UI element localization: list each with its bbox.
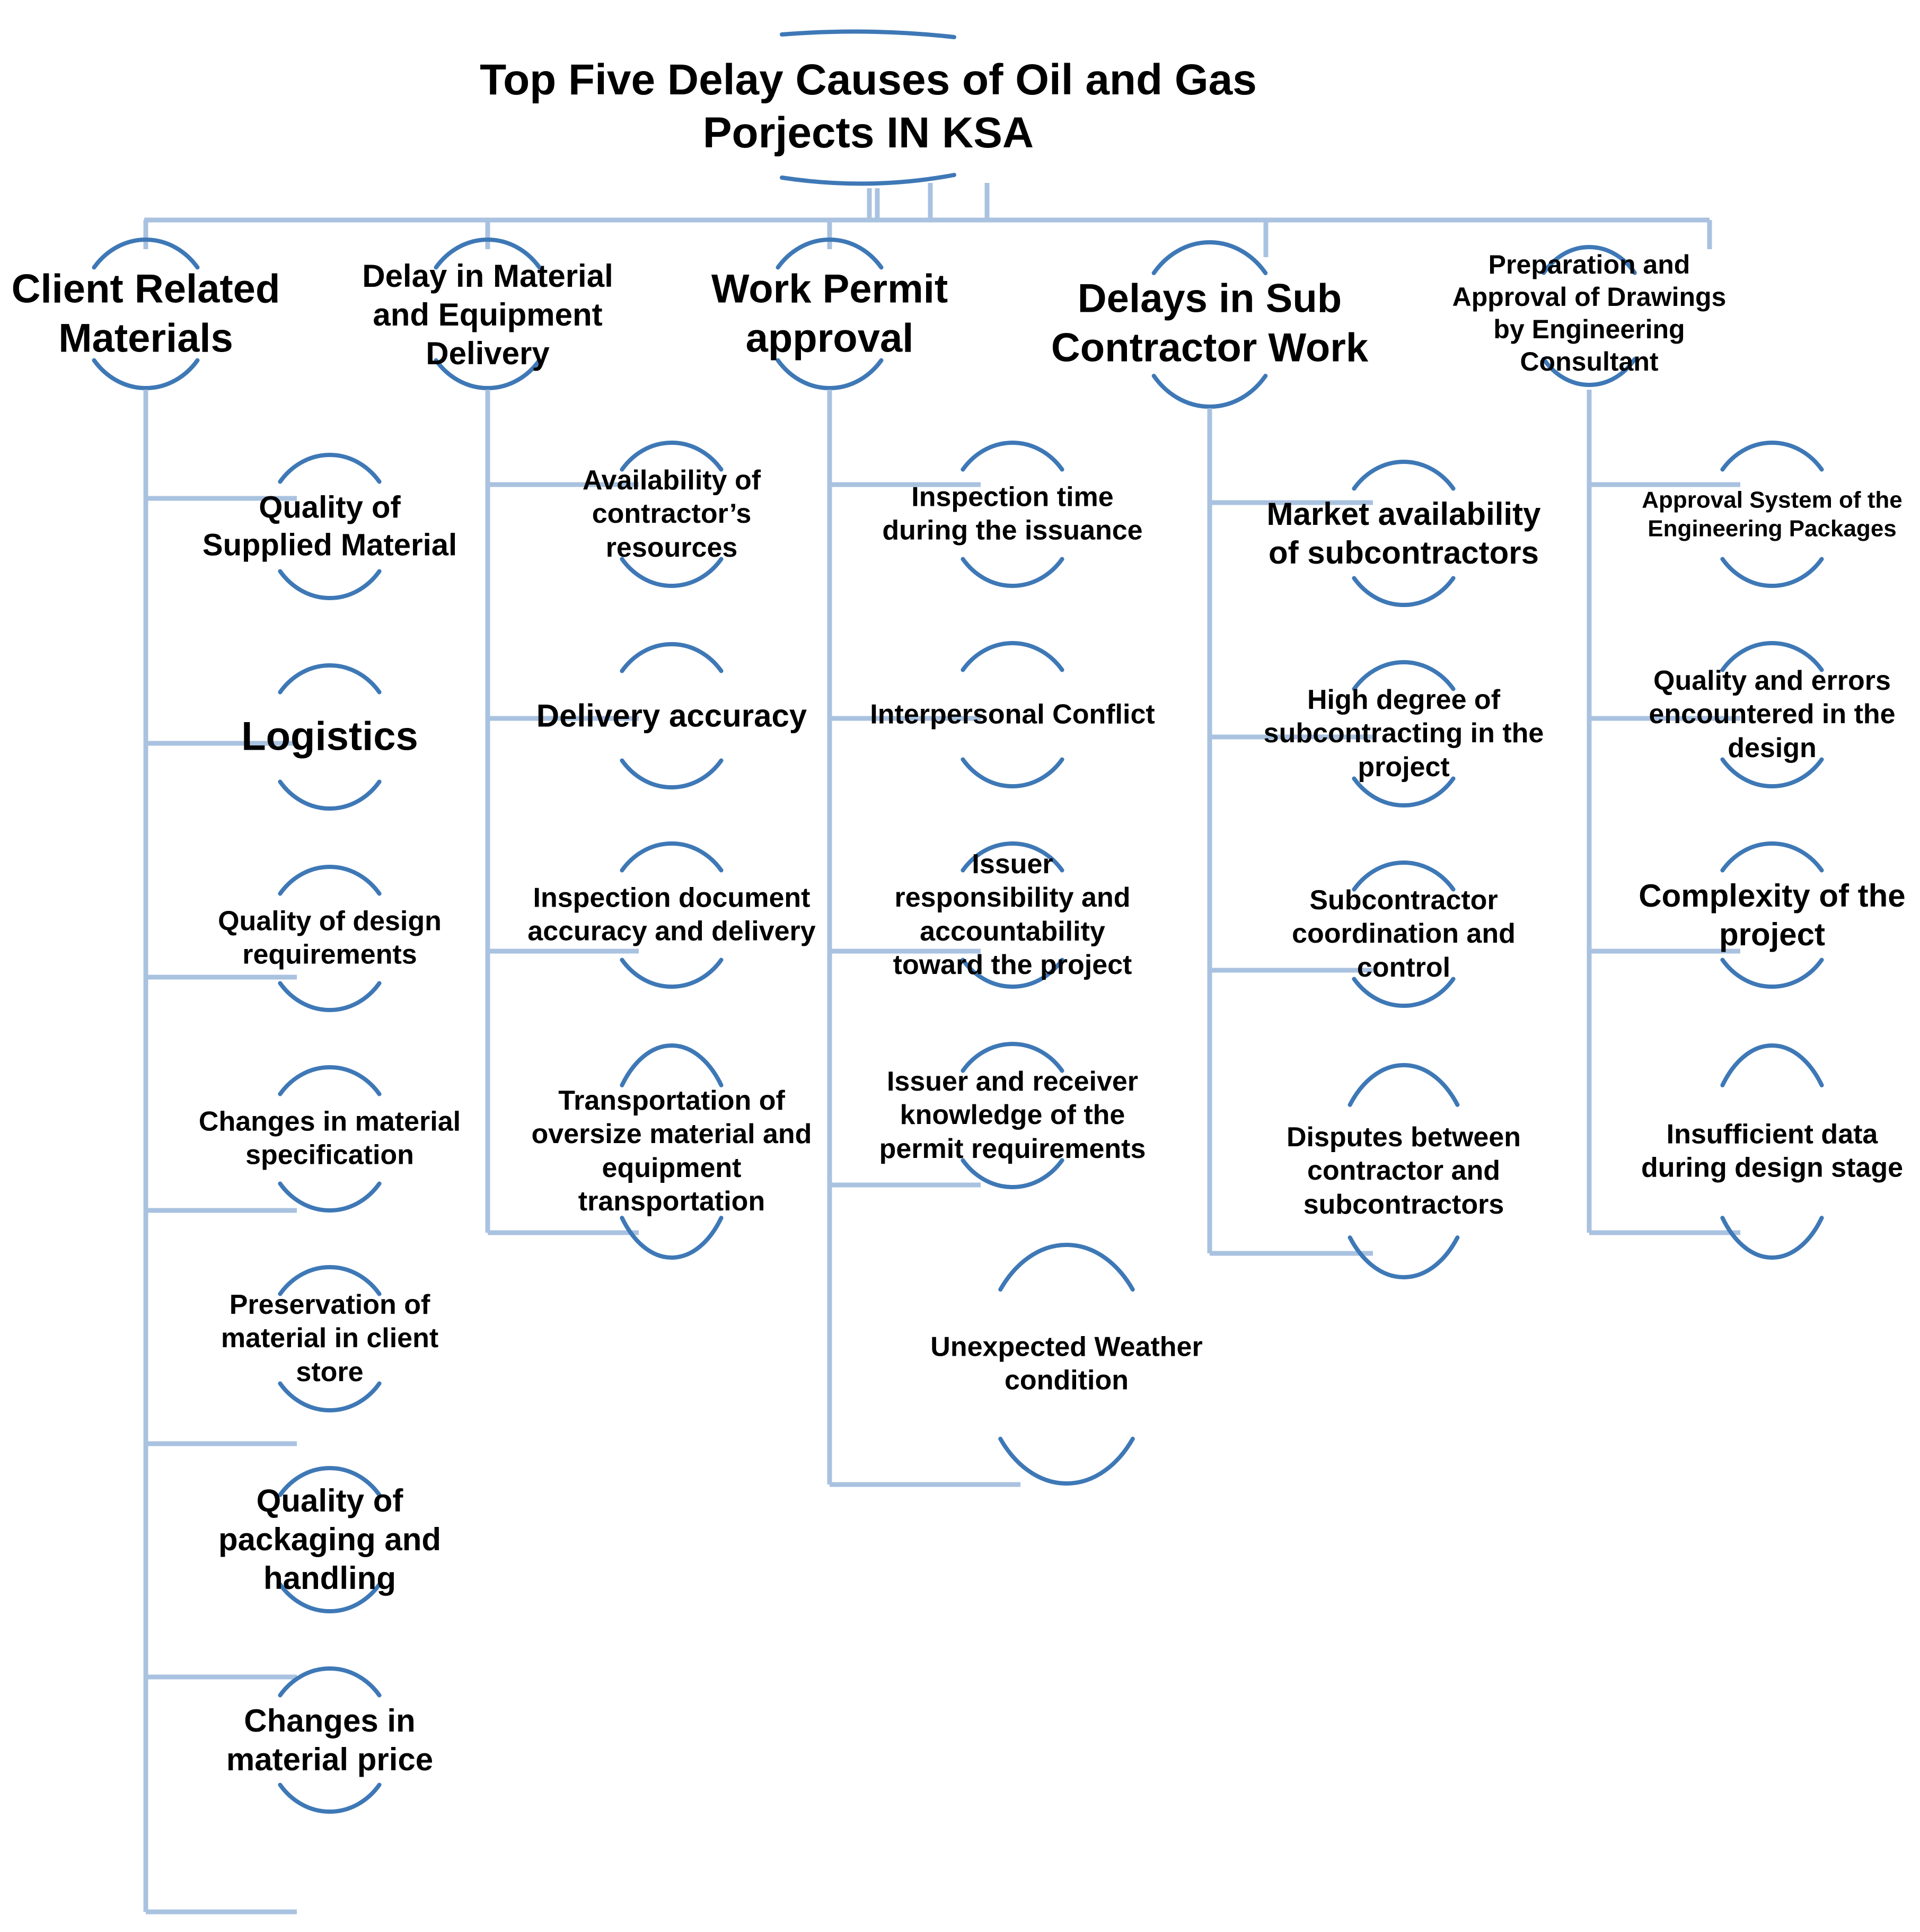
cause-0-6-bottom-arc xyxy=(278,1782,382,1814)
category-2-top-arc xyxy=(776,238,884,270)
cause-0-6-top-arc xyxy=(278,1666,382,1698)
cause-0-0-top-arc xyxy=(278,453,382,484)
cause-0-0-bottom-arc xyxy=(278,569,382,600)
category-delay-material-equipment: Delay in Material and Equipment Delivery xyxy=(362,258,613,372)
cause-4-1-bottom-arc xyxy=(1720,757,1824,788)
cause-quality-errors-design: Quality and errors encountered in the de… xyxy=(1649,665,1896,763)
cause-0-5-bottom-arc xyxy=(278,1582,382,1613)
category-0-top-arc xyxy=(92,238,200,270)
cause-3-0-top-arc xyxy=(1352,460,1456,491)
cause-1-2-top-arc xyxy=(620,841,724,873)
cause-4-1-top-arc xyxy=(1720,641,1824,672)
cause-disputes-contractor-subcontractors: Disputes between contractor and subcontr… xyxy=(1286,1121,1521,1220)
cause-2-4-bottom-arc xyxy=(998,1436,1135,1486)
cause-inspection-time-issuance: Inspection time during the issuance xyxy=(882,481,1143,546)
category-work-permit-approval: Work Permit approval xyxy=(711,266,948,361)
cause-0-3-bottom-arc xyxy=(278,1181,382,1213)
cause-4-2-top-arc xyxy=(1720,841,1824,873)
cause-quality-packaging-handling: Quality of packaging and handling xyxy=(218,1483,442,1596)
category-0-bottom-arc xyxy=(92,358,200,390)
title-bottom-arc xyxy=(780,173,956,186)
cause-1-2-bottom-arc xyxy=(620,958,724,989)
cause-changes-material-specification: Changes in material specification xyxy=(198,1106,461,1171)
cause-transportation-oversize: Transportation of oversize material and … xyxy=(531,1085,812,1217)
cause-0-5-top-arc xyxy=(278,1466,382,1497)
cause-0-4-top-arc xyxy=(278,1265,382,1296)
cause-4-3-top-arc xyxy=(1720,1043,1824,1087)
cause-1-1-bottom-arc xyxy=(620,758,724,789)
cause-3-3-bottom-arc xyxy=(1347,1235,1460,1279)
cause-quality-design-requirements: Quality of design requirements xyxy=(218,906,442,970)
cause-2-0-bottom-arc xyxy=(961,557,1064,588)
cause-2-2-bottom-arc xyxy=(961,958,1064,989)
cause-availability-contractor-resources: Availability of contractor’s resources xyxy=(582,464,761,563)
cause-complexity-project: Complexity of the project xyxy=(1639,877,1906,952)
cause-interpersonal-conflict: Interpersonal Conflict xyxy=(870,699,1155,730)
cause-4-2-bottom-arc xyxy=(1720,958,1824,989)
cause-0-3-top-arc xyxy=(278,1065,382,1096)
cause-3-1-top-arc xyxy=(1352,660,1456,691)
category-4-bottom-arc xyxy=(1542,357,1637,387)
cause-0-2-top-arc xyxy=(278,865,382,896)
cause-delivery-accuracy: Delivery accuracy xyxy=(536,698,807,734)
category-3-bottom-arc xyxy=(1151,373,1268,409)
cause-preservation-material: Preservation of material in client store xyxy=(221,1289,439,1387)
cause-2-0-top-arc xyxy=(961,441,1064,472)
cause-insufficient-data-design: Insufficient data during design stage xyxy=(1641,1119,1904,1183)
cause-1-3-bottom-arc xyxy=(620,1216,724,1260)
cause-3-3-top-arc xyxy=(1347,1063,1460,1107)
cause-1-1-top-arc xyxy=(620,642,724,673)
category-1-bottom-arc xyxy=(434,358,542,390)
cause-issuer-receiver-knowledge: Issuer and receiver knowledge of the per… xyxy=(879,1066,1146,1164)
cause-1-0-top-arc xyxy=(620,441,724,472)
cause-unexpected-weather: Unexpected Weather condition xyxy=(930,1331,1203,1396)
title-top-arc xyxy=(780,29,956,39)
cause-quality-supplied-material: Quality of Supplied Material xyxy=(202,490,457,562)
cause-issuer-responsibility: Issuer responsibility and accountability… xyxy=(893,849,1132,981)
cause-4-0-bottom-arc xyxy=(1720,557,1824,588)
cause-1-3-top-arc xyxy=(620,1043,724,1087)
cause-2-4-top-arc xyxy=(998,1243,1135,1292)
cause-subcontractor-coordination: Subcontractor coordination and control xyxy=(1292,884,1516,983)
cause-2-1-top-arc xyxy=(961,641,1064,672)
cause-4-0-top-arc xyxy=(1720,441,1824,472)
category-2-bottom-arc xyxy=(776,358,884,390)
cause-inspection-document-accuracy: Inspection document accuracy and deliver… xyxy=(527,882,816,947)
cause-1-0-bottom-arc xyxy=(620,557,724,588)
category-sub-contractor-work: Delays in Sub Contractor Work xyxy=(1051,276,1369,370)
cause-2-2-top-arc xyxy=(961,841,1064,873)
cause-0-1-top-arc xyxy=(278,663,382,695)
cause-2-1-bottom-arc xyxy=(961,757,1064,788)
diagram-title: Top Five Delay Causes of Oil and Gas Por… xyxy=(480,55,1257,157)
cause-3-1-bottom-arc xyxy=(1352,776,1456,807)
cause-3-2-top-arc xyxy=(1352,860,1456,892)
category-1-top-arc xyxy=(434,238,542,270)
cause-2-3-top-arc xyxy=(961,1042,1064,1073)
cause-3-2-bottom-arc xyxy=(1352,977,1456,1008)
cause-3-0-bottom-arc xyxy=(1352,576,1456,607)
cause-approval-system-engineering: Approval System of the Engineering Packa… xyxy=(1642,487,1903,541)
cause-high-degree-subcontracting: High degree of subcontracting in the pro… xyxy=(1263,684,1544,783)
category-3-top-arc xyxy=(1151,240,1268,276)
category-drawings-approval: Preparation and Approval of Drawings by … xyxy=(1452,250,1727,376)
cause-logistics: Logistics xyxy=(241,714,418,759)
cause-0-1-bottom-arc xyxy=(278,779,382,811)
cause-2-3-bottom-arc xyxy=(961,1158,1064,1189)
cause-market-availability-subcontractors: Market availability of subcontractors xyxy=(1266,496,1541,570)
cause-changes-material-price: Changes in material price xyxy=(226,1702,434,1777)
cause-0-2-bottom-arc xyxy=(278,981,382,1012)
category-4-top-arc xyxy=(1542,245,1637,275)
cause-0-4-bottom-arc xyxy=(278,1381,382,1412)
cause-4-3-bottom-arc xyxy=(1720,1216,1824,1260)
category-client-related-materials: Client Related Materials xyxy=(11,266,280,361)
